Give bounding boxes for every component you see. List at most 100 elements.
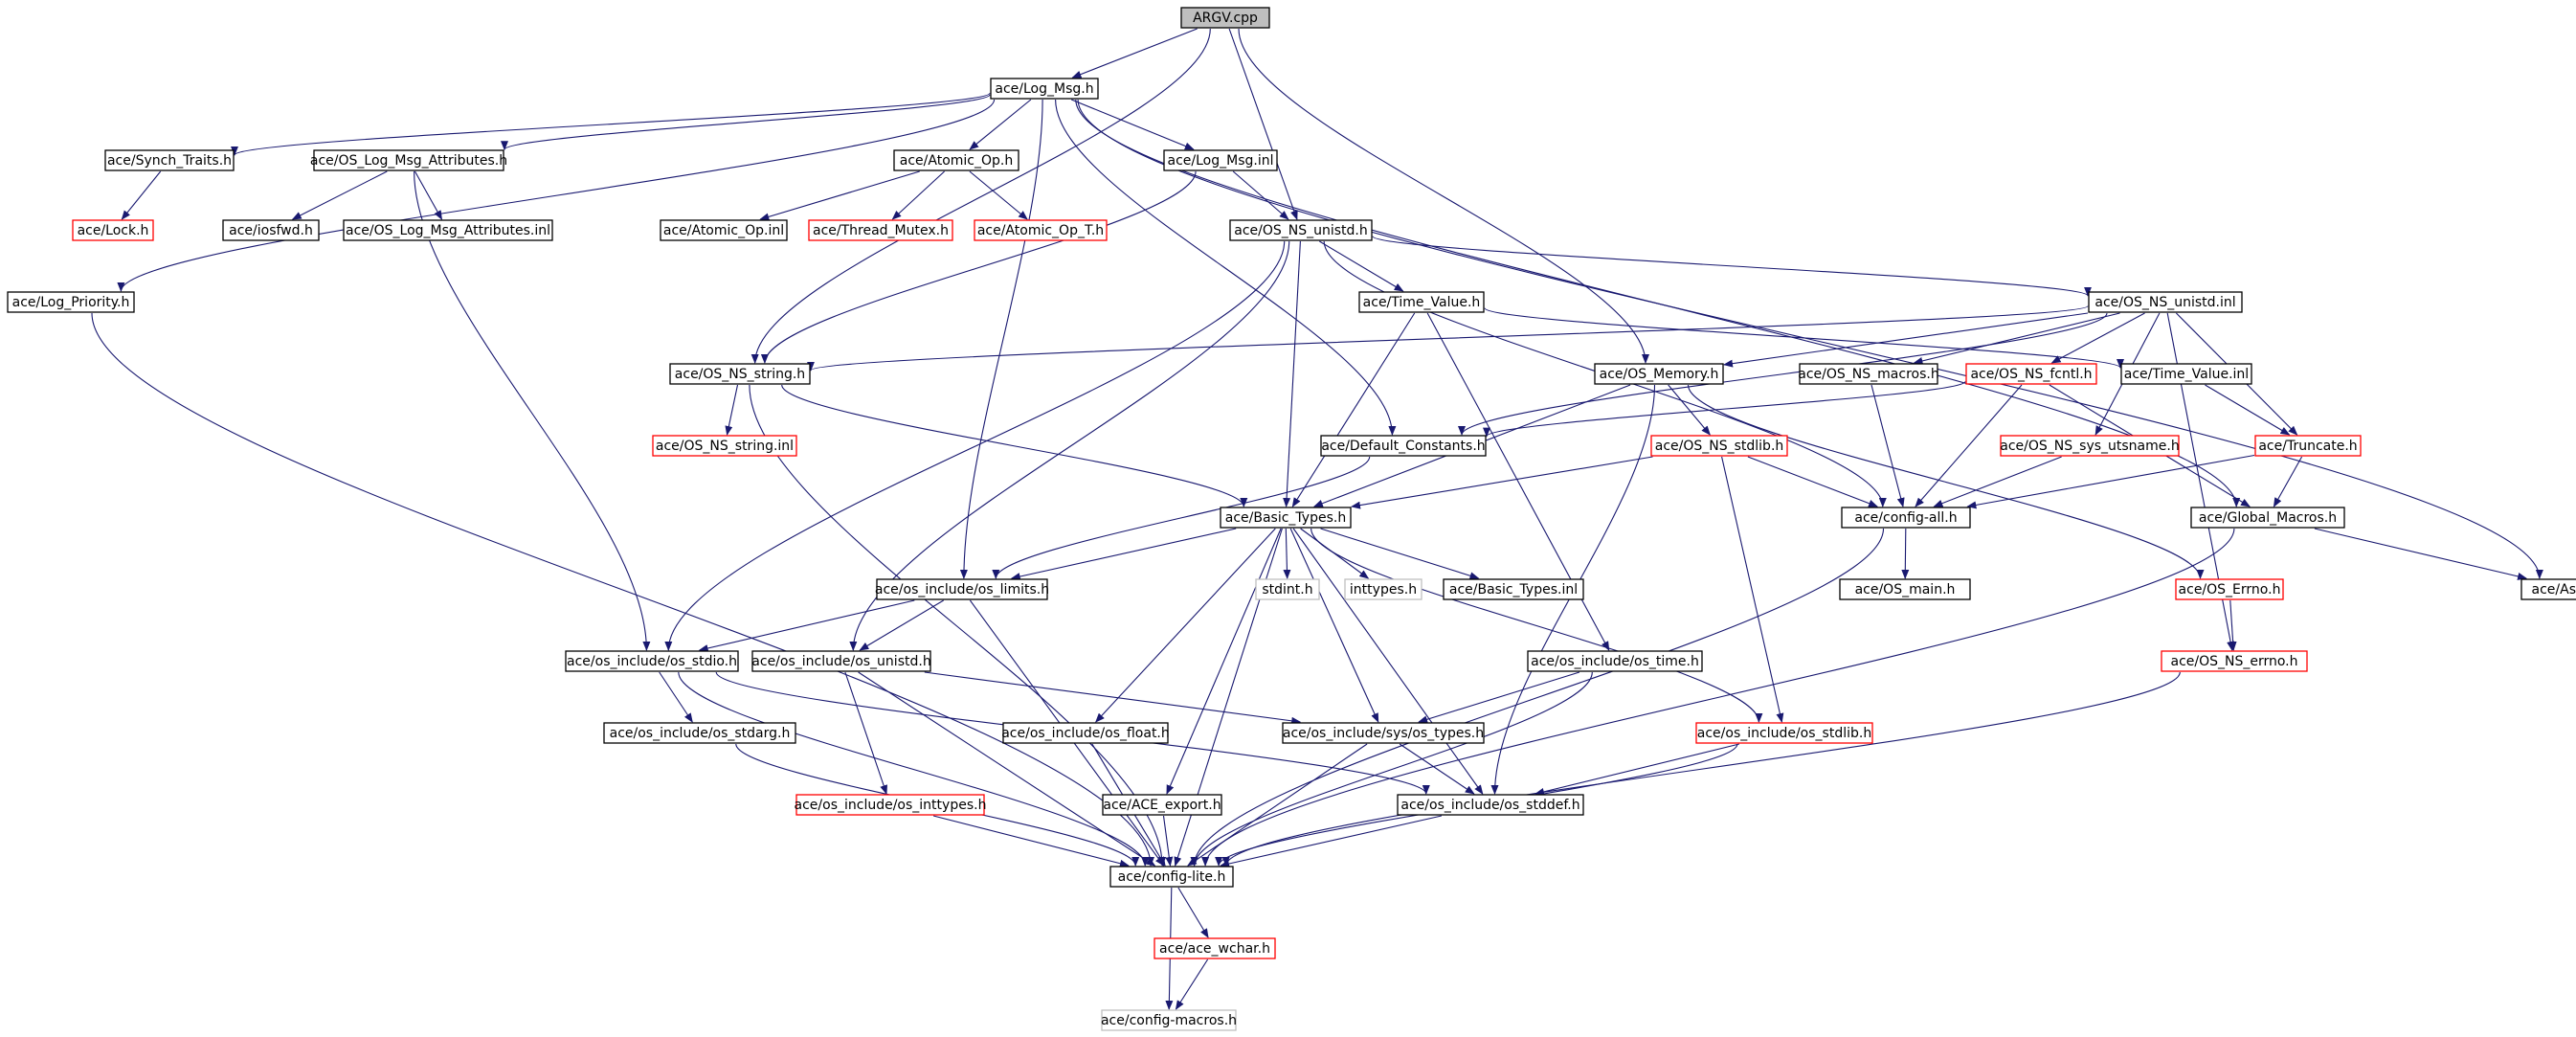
node-os_stddef_h[interactable]: ace/os_include/os_stddef.h (1397, 794, 1584, 816)
node-os_float_h[interactable]: ace/os_include/os_float.h (1001, 722, 1170, 744)
node-os_types_h[interactable]: ace/os_include/sys/os_types.h (1282, 722, 1485, 744)
node-os_ns_unistd_h[interactable]: ace/OS_NS_unistd.h (1229, 219, 1373, 241)
node-box (313, 149, 504, 171)
edge-global_macros_h-to-config_lite_h (1201, 528, 2235, 867)
node-os_ns_sys_utsname_h[interactable]: ace/OS_NS_sys_utsname.h (2000, 435, 2180, 457)
edge-os_ns_fcntl_h-to-config_all_h (1915, 384, 2023, 507)
node-box (1443, 578, 1584, 600)
node-time_value_inl[interactable]: ace/Time_Value.inl (2120, 363, 2252, 385)
node-default_constants_h[interactable]: ace/Default_Constants.h (1320, 435, 1487, 457)
node-os_log_msg_attributes_h[interactable]: ace/OS_Log_Msg_Attributes.h (310, 149, 507, 171)
node-box (7, 291, 135, 313)
node-label: ace/OS_NS_string.h (675, 367, 805, 382)
node-label: ace/Basic_Types.inl (1449, 582, 1578, 597)
node-ace_wchar_h[interactable]: ace/ace_wchar.h (1154, 937, 1276, 959)
edge-os_ns_unistd_h-to-basic_types_h (1283, 240, 1301, 507)
node-box (893, 149, 1019, 171)
node-inttypes_h[interactable]: inttypes.h (1344, 578, 1422, 600)
edge-os_inttypes_h-to-config_lite_h (932, 815, 1130, 868)
node-os_ns_string_inl[interactable]: ace/OS_NS_string.inl (652, 435, 797, 457)
edge-config_all_h-to-config_lite_h (1190, 528, 1885, 867)
node-assert_h[interactable]: ace/Assert.h (2520, 578, 2576, 600)
edge-basic_types_h-to-ace_export_h (1166, 528, 1282, 795)
edge-argv_cpp-to-os_ns_unistd_h (1228, 28, 1298, 220)
node-os_memory_h[interactable]: ace/OS_Memory.h (1594, 363, 1724, 385)
edge-synch_traits_h-to-lock_h (121, 170, 162, 220)
node-os_stdlib_h[interactable]: ace/os_include/os_stdlib.h (1695, 722, 1873, 744)
node-ace_export_h[interactable]: ace/ACE_export.h (1102, 794, 1222, 816)
edge-log_msg_h-to-log_msg_inl (1070, 99, 1195, 150)
node-os_time_h[interactable]: ace/os_include/os_time.h (1527, 650, 1703, 672)
edge-os_ns_unistd_h-to-os_stdio_h (664, 240, 1286, 651)
node-os_limits_h[interactable]: ace/os_include/os_limits.h (875, 578, 1049, 600)
node-label: inttypes.h (1350, 582, 1417, 597)
node-config_macros_h[interactable]: ace/config-macros.h (1101, 1009, 1237, 1031)
node-label: ace/OS_Log_Msg_Attributes.h (310, 153, 507, 169)
node-synch_traits_h[interactable]: ace/Synch_Traits.h (104, 149, 235, 171)
edge-atomic_op_h-to-thread_mutex_h (891, 170, 945, 220)
node-os_ns_string_h[interactable]: ace/OS_NS_string.h (669, 363, 811, 385)
edge-time_value_h-to-basic_types_h (1291, 312, 1416, 507)
node-os_ns_errno_h[interactable]: ace/OS_NS_errno.h (2161, 650, 2308, 672)
edge-os_limits_h-to-os_stdio_h (698, 599, 915, 652)
node-label: ace/OS_NS_errno.h (2170, 654, 2297, 669)
node-global_macros_h[interactable]: ace/Global_Macros.h (2190, 507, 2345, 529)
node-label: ace/OS_NS_unistd.h (1234, 223, 1368, 238)
node-argv_cpp[interactable]: ARGV.cpp (1180, 7, 1270, 29)
node-atomic_op_inl[interactable]: ace/Atomic_Op.inl (660, 219, 788, 241)
edge-os_ns_sys_utsname_h-to-config_all_h (1933, 456, 2062, 507)
node-basic_types_h[interactable]: ace/Basic_Types.h (1220, 507, 1352, 529)
node-os_stdarg_h[interactable]: ace/os_include/os_stdarg.h (603, 722, 796, 744)
edge-os_stdio_h-to-os_stdarg_h (659, 671, 693, 723)
node-config_lite_h[interactable]: ace/config-lite.h (1109, 866, 1234, 888)
edge-os_unistd_h-to-os_types_h (924, 671, 1302, 725)
edge-config_lite_h-to-ace_wchar_h (1177, 887, 1209, 938)
node-os_errno_h[interactable]: ace/OS_Errno.h (2175, 578, 2284, 600)
node-box (751, 650, 931, 672)
node-atomic_op_t_h[interactable]: ace/Atomic_Op_T.h (974, 219, 1108, 241)
node-truncate_h[interactable]: ace/Truncate.h (2254, 435, 2362, 457)
node-stdint_h[interactable]: stdint.h (1255, 578, 1320, 600)
node-log_priority_h[interactable]: ace/Log_Priority.h (7, 291, 135, 313)
node-label: ace/os_include/os_limits.h (875, 582, 1049, 597)
node-thread_mutex_h[interactable]: ace/Thread_Mutex.h (808, 219, 953, 241)
node-box (343, 219, 553, 241)
node-os_inttypes_h[interactable]: ace/os_include/os_inttypes.h (795, 794, 987, 816)
node-os_stdio_h[interactable]: ace/os_include/os_stdio.h (565, 650, 739, 672)
node-label: ace/Thread_Mutex.h (813, 223, 949, 238)
edge-basic_types_h-to-os_limits_h (1010, 528, 1237, 580)
node-box (2190, 507, 2345, 529)
node-lock_h[interactable]: ace/Lock.h (72, 219, 154, 241)
edge-log_msg_h-to-default_constants_h (1055, 99, 1397, 436)
node-basic_types_inl[interactable]: ace/Basic_Types.inl (1443, 578, 1584, 600)
node-os_ns_stdlib_h[interactable]: ace/OS_NS_stdlib.h (1650, 435, 1788, 457)
node-log_msg_inl[interactable]: ace/Log_Msg.inl (1163, 149, 1278, 171)
edge-basic_types_h-to-os_stdlib_h (1310, 528, 1763, 723)
node-box (2254, 435, 2362, 457)
node-box (1344, 578, 1422, 600)
edge-os_ns_unistd_inl-to-default_constants_h (1458, 312, 2108, 436)
edge-os_log_msg_attributes_h-to-os_log_msg_attributes_inl (414, 170, 442, 220)
edge-basic_types_h-to-os_stddef_h (1292, 528, 1484, 795)
node-os_ns_macros_h[interactable]: ace/OS_NS_macros.h (1798, 363, 1939, 385)
node-os_ns_unistd_inl[interactable]: ace/OS_NS_unistd.inl (2088, 291, 2243, 313)
node-box (1594, 363, 1724, 385)
node-label: ace/OS_NS_macros.h (1798, 367, 1938, 382)
node-label: ace/Basic_Types.h (1225, 510, 1346, 526)
edge-os_unistd_h-to-os_inttypes_h (844, 671, 887, 795)
node-label: ace/Default_Constants.h (1321, 439, 1485, 454)
node-label: ace/Atomic_Op_T.h (977, 223, 1104, 238)
node-atomic_op_h[interactable]: ace/Atomic_Op.h (893, 149, 1019, 171)
edge-os_ns_fcntl_h-to-default_constants_h (1483, 380, 1966, 438)
node-config_all_h[interactable]: ace/config-all.h (1841, 507, 1971, 529)
node-os_log_msg_attributes_inl[interactable]: ace/OS_Log_Msg_Attributes.inl (343, 219, 553, 241)
node-label: ace/iosfwd.h (229, 223, 313, 238)
node-os_ns_fcntl_h[interactable]: ace/OS_NS_fcntl.h (1965, 363, 2097, 385)
node-os_main_h[interactable]: ace/OS_main.h (1839, 578, 1971, 600)
node-label: ace/OS_NS_string.inl (656, 439, 794, 454)
node-iosfwd_h[interactable]: ace/iosfwd.h (222, 219, 320, 241)
node-box (1255, 578, 1320, 600)
node-os_unistd_h[interactable]: ace/os_include/os_unistd.h (751, 650, 931, 672)
node-time_value_h[interactable]: ace/Time_Value.h (1358, 291, 1485, 313)
node-log_msg_h[interactable]: ace/Log_Msg.h (990, 78, 1099, 100)
